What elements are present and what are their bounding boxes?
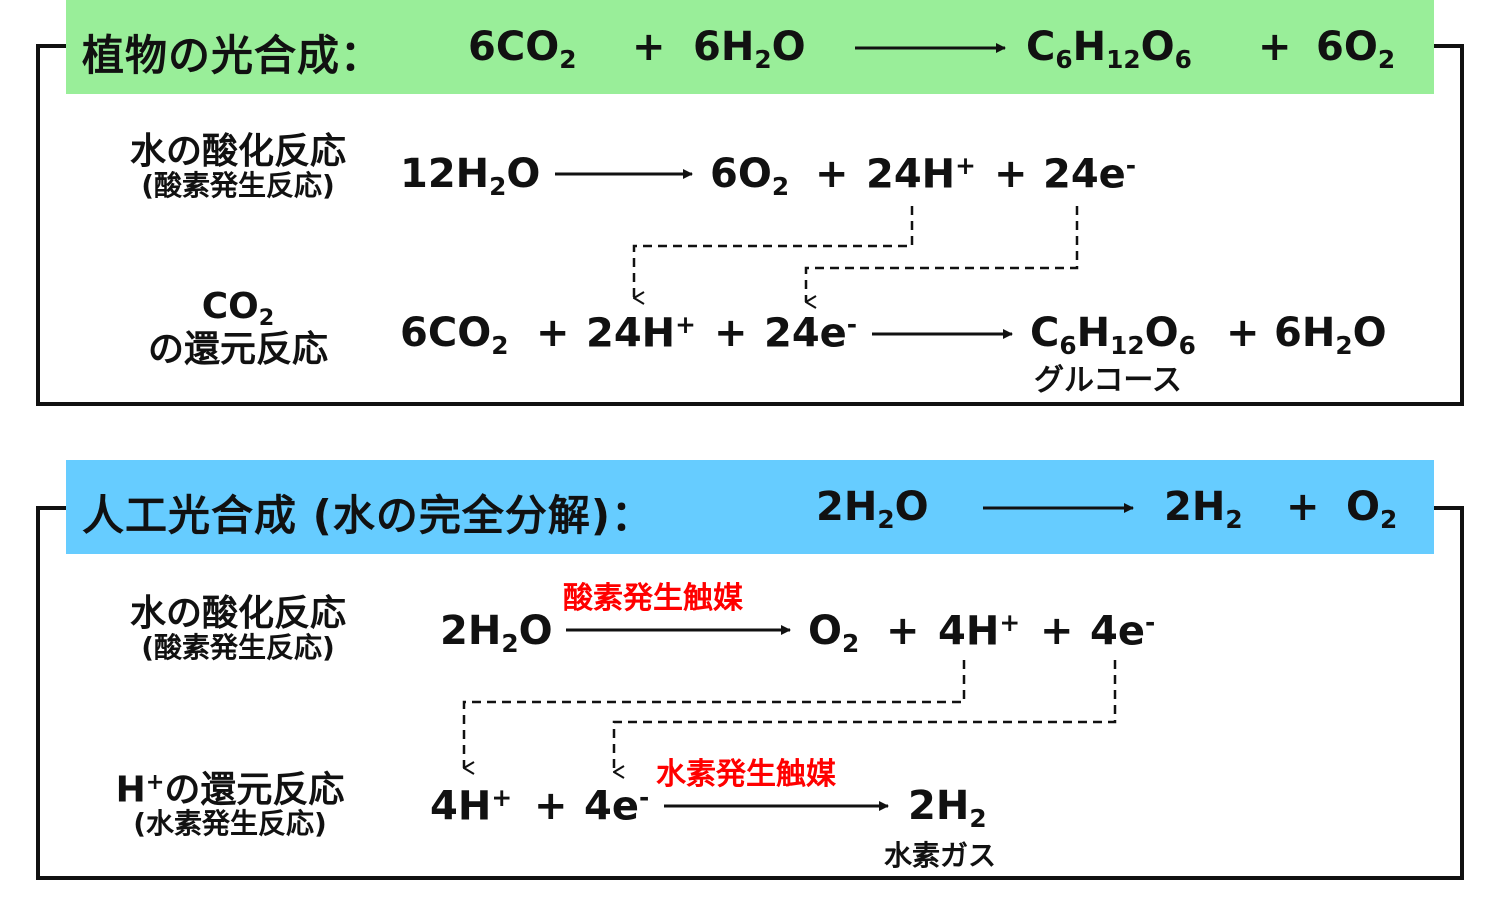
plant-red-co2: 6CO2	[400, 310, 509, 360]
plant-red-label-co2: CO2	[201, 286, 275, 332]
artificial-electron-connector	[612, 660, 1117, 772]
plant-red-plus3: +	[1226, 310, 1260, 356]
artificial-red-plus: +	[534, 783, 568, 829]
hydrogen-gas-label: 水素ガス	[884, 839, 997, 872]
plant-electron-connector	[804, 206, 1079, 302]
artificial-red-electrons: 4e-	[584, 783, 650, 830]
plant-proton-connector	[632, 206, 914, 298]
plant-red-protons: 24H+	[586, 310, 696, 357]
plant-red-plus1: +	[536, 310, 570, 356]
artificial-ox-protons: 4H+	[938, 608, 1021, 655]
artificial-ox-plus2: +	[1040, 608, 1074, 654]
plant-red-glucose-formula: C6H12O6	[1030, 310, 1196, 360]
artificial-red-h2: 2H2	[908, 783, 987, 833]
plant-title: 植物の光合成：	[82, 31, 384, 80]
artificial-proton-connector	[462, 660, 966, 768]
plant-banner: 植物の光合成： 6CO2 + 6H2O C6H12O6 + 6O2	[66, 0, 1434, 94]
plant-ox-plus2: +	[994, 151, 1028, 197]
artificial-overall-rhs2: O2	[1346, 484, 1398, 534]
plant-ox-label-main: 水の酸化反応	[129, 131, 346, 172]
plant-overall-rhs2: 6O2	[1316, 24, 1396, 74]
artificial-ox-plus1: +	[886, 608, 920, 654]
plant-red-electrons: 24e-	[764, 310, 858, 357]
artificial-banner: 人工光合成 (水の完全分解)： 2H2O 2H2 + O2	[66, 460, 1434, 554]
glucose-label: グルコース	[1034, 363, 1182, 398]
artificial-ox-reactant: 2H2O	[440, 608, 553, 658]
oxygen-evolution-catalyst: 酸素発生触媒	[563, 581, 743, 616]
plant-ox-electrons: 24e-	[1043, 151, 1137, 198]
plant-red-plus2: +	[714, 310, 748, 356]
artificial-ox-sublabel: (酸素発生反応)	[141, 630, 335, 664]
artificial-overall-plus: +	[1286, 484, 1320, 530]
plant-ox-plus1: +	[815, 151, 849, 197]
plant-ox-o2: 6O2	[710, 151, 790, 201]
artificial-title: 人工光合成 (水の完全分解)：	[82, 491, 655, 540]
plant-ox-label: 水の酸化反応 (酸素発生反応)	[96, 133, 380, 200]
plant-red-water: 6H2O	[1274, 310, 1387, 360]
artificial-red-label-main: H+の還元反応	[115, 769, 345, 811]
plant-overall-lhs1: 6CO2	[468, 24, 577, 74]
plant-overall-plus1: +	[632, 24, 666, 70]
plant-frame-top-left	[36, 44, 70, 48]
artificial-frame	[36, 506, 1464, 880]
artificial-ox-electrons: 4e-	[1090, 608, 1156, 655]
plant-frame-top-right	[1430, 44, 1464, 48]
artificial-frame-top-right	[1430, 506, 1464, 510]
artificial-red-protons: 4H+	[430, 783, 513, 830]
plant-ox-reactant: 12H2O	[400, 151, 541, 201]
artificial-overall-rhs1: 2H2	[1164, 484, 1243, 534]
artificial-frame-top-left	[36, 506, 70, 510]
plant-ox-protons: 24H+	[866, 151, 976, 198]
artificial-red-label: H+の還元反応 (水素発生反応)	[80, 769, 380, 841]
plant-red-label-main: の還元反応	[147, 328, 328, 370]
plant-ox-sublabel: (酸素発生反応)	[141, 168, 335, 202]
artificial-overall-lhs: 2H2O	[816, 484, 929, 534]
plant-overall-plus2: +	[1258, 24, 1292, 70]
artificial-red-sublabel: (水素発生反応)	[133, 807, 327, 841]
plant-overall-rhs1: C6H12O6	[1026, 24, 1192, 74]
artificial-ox-label: 水の酸化反応 (酸素発生反応)	[96, 595, 380, 662]
artificial-ox-o2: O2	[808, 608, 860, 658]
plant-red-label: CO2 の還元反応	[110, 288, 366, 368]
plant-frame	[36, 44, 1464, 406]
artificial-ox-label-main: 水の酸化反応	[129, 593, 346, 634]
hydrogen-evolution-catalyst: 水素発生触媒	[656, 757, 836, 792]
plant-overall-lhs2: 6H2O	[693, 24, 806, 74]
